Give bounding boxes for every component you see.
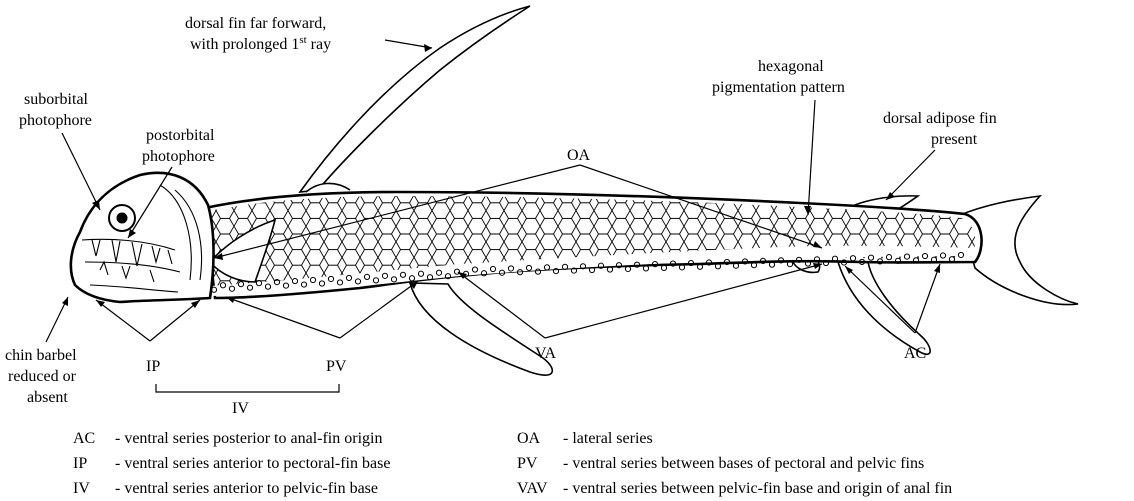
adipose-label-line1: dorsal adipose fin	[883, 110, 997, 127]
pv-leader-left	[226, 297, 340, 338]
eye-pupil	[117, 213, 128, 224]
hexagonal-leader	[808, 100, 815, 215]
suborbital-label-line2: photophore	[19, 112, 92, 129]
chin-label-line2: reduced or	[8, 368, 77, 385]
hexagonal-label-line1: hexagonal	[758, 58, 824, 75]
legend: AC - ventral series posterior to anal-fi…	[73, 430, 952, 497]
legend-code-oa: OA	[517, 430, 541, 447]
va-label: VA	[535, 345, 556, 362]
ip-leader-left	[96, 300, 150, 341]
legend-code-ip: IP	[73, 455, 87, 472]
legend-code-pv: PV	[517, 455, 538, 472]
dorsal-fin-label-line1: dorsal fin far forward,	[185, 15, 326, 32]
postorbital-label-line2: photophore	[142, 148, 215, 165]
iv-bracket	[156, 384, 339, 392]
fish-head	[71, 173, 214, 302]
ac-label: AC	[904, 345, 926, 362]
suborbital-leader	[62, 133, 100, 210]
legend-left: AC - ventral series posterior to anal-fi…	[73, 430, 390, 497]
legend-desc-vav: - ventral series between pelvic-fin base…	[563, 480, 952, 497]
fish-illustration	[71, 6, 1078, 375]
chin-label-line1: chin barbel	[5, 347, 77, 364]
legend-desc-iv: - ventral series anterior to pelvic-fin …	[115, 480, 378, 497]
legend-code-ac: AC	[73, 430, 95, 447]
legend-code-vav: VAV	[517, 480, 548, 497]
suborbital-label-line1: suborbital	[24, 91, 89, 108]
postorbital-label-line1: postorbital	[146, 127, 215, 144]
anal-fin	[838, 262, 930, 354]
oa-label: OA	[567, 147, 591, 164]
ac-leader-right	[915, 264, 940, 333]
hexagonal-label-line2: pigmentation pattern	[712, 79, 845, 96]
adipose-leader	[886, 150, 935, 200]
legend-right: OA - lateral series PV - ventral series …	[517, 430, 952, 497]
legend-desc-ac: - ventral series posterior to anal-fin o…	[115, 430, 382, 447]
pelvic-fin	[410, 283, 552, 375]
adipose-label-line2: present	[931, 131, 978, 148]
legend-desc-ip: - ventral series anterior to pectoral-fi…	[115, 455, 390, 472]
ip-label: IP	[146, 358, 160, 375]
legend-desc-oa: - lateral series	[563, 430, 653, 447]
va-leader-right	[545, 264, 822, 338]
legend-code-iv: IV	[73, 480, 90, 497]
dorsal-fin-arrowhead	[424, 44, 432, 52]
chin-label-line3: absent	[27, 389, 68, 406]
dorsal-fin-ray	[300, 6, 530, 192]
legend-desc-pv: - ventral series between bases of pector…	[563, 455, 924, 472]
dorsal-fin-label-line2: with prolonged 1st ray	[190, 34, 331, 53]
pv-label: PV	[326, 358, 347, 375]
ip-leader-right	[150, 300, 200, 341]
iv-label: IV	[232, 400, 249, 417]
